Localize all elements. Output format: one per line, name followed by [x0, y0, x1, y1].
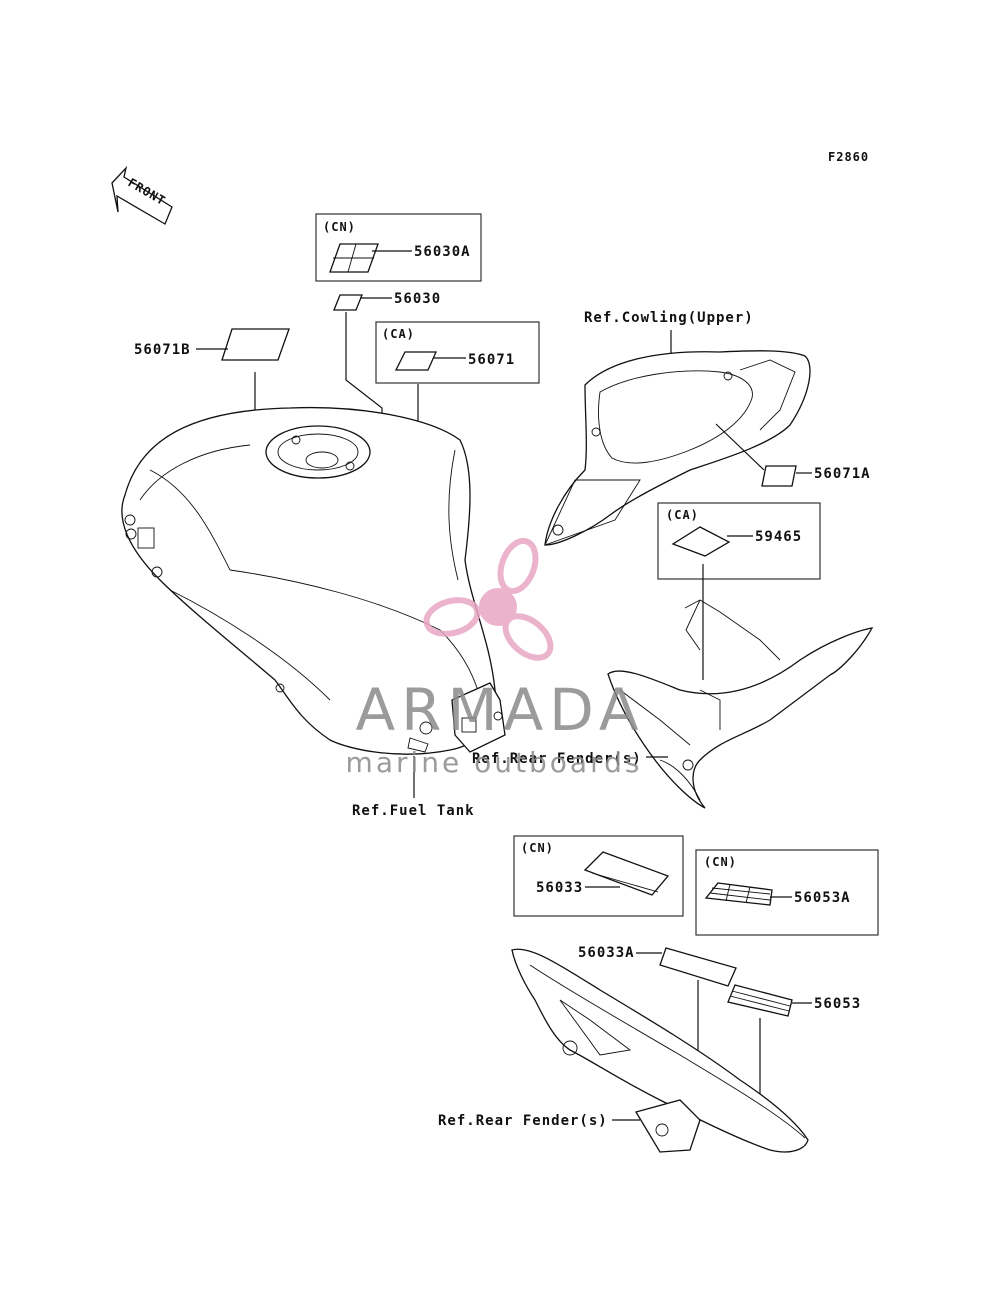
part-56030A: 56030A	[414, 244, 471, 260]
part-56030: 56030	[394, 291, 441, 307]
part-56053A: 56053A	[794, 890, 851, 906]
box-cn-lower-right-label: (CN)	[704, 855, 737, 869]
part-56053-decal: 56053	[727, 984, 861, 1108]
ref-cowling-upper: Ref.Cowling(Upper)	[584, 310, 754, 326]
box-cn-top: (CN) 56030A	[315, 213, 482, 282]
part-56071B: 56071B	[134, 342, 191, 358]
part-56071A-decal: 56071A	[761, 465, 871, 487]
box-cn-lower-left-label: (CN)	[521, 841, 554, 855]
fuel-tank	[121, 406, 506, 798]
box-cn-lower-right: (CN) 56053A	[695, 849, 879, 936]
part-56071A: 56071A	[814, 466, 871, 482]
rear-fender-upper	[607, 599, 874, 809]
part-56071: 56071	[468, 352, 515, 368]
ref-rear-fender-lower: Ref.Rear Fender(s)	[438, 1113, 608, 1129]
rear-fender-lower	[511, 948, 809, 1153]
ref-rear-fender-upper: Ref.Rear Fender(s)	[472, 751, 642, 767]
part-56033A: 56033A	[578, 945, 635, 961]
box-cn-lower-left: (CN) 56033	[513, 835, 684, 917]
watermark-tagline: marine outboards	[346, 746, 643, 779]
box-ca-right: (CA) 59465	[657, 502, 821, 680]
propeller-icon	[423, 537, 554, 661]
box-ca-mid-label: (CA)	[382, 327, 415, 341]
ref-fuel-tank: Ref.Fuel Tank	[352, 803, 475, 819]
front-arrow-icon: FRONT	[111, 165, 173, 225]
upper-cowling	[544, 350, 811, 546]
figure-code: F2860	[828, 150, 869, 164]
part-56053: 56053	[814, 996, 861, 1012]
box-cn-top-label: (CN)	[323, 220, 356, 234]
part-56033A-decal: 56033A	[578, 945, 737, 1062]
box-ca-right-label: (CA)	[666, 508, 699, 522]
watermark: ARMADA marine outboards	[346, 537, 644, 779]
watermark-brand: ARMADA	[355, 676, 644, 744]
part-59465: 59465	[755, 529, 802, 545]
part-56033: 56033	[536, 880, 583, 896]
